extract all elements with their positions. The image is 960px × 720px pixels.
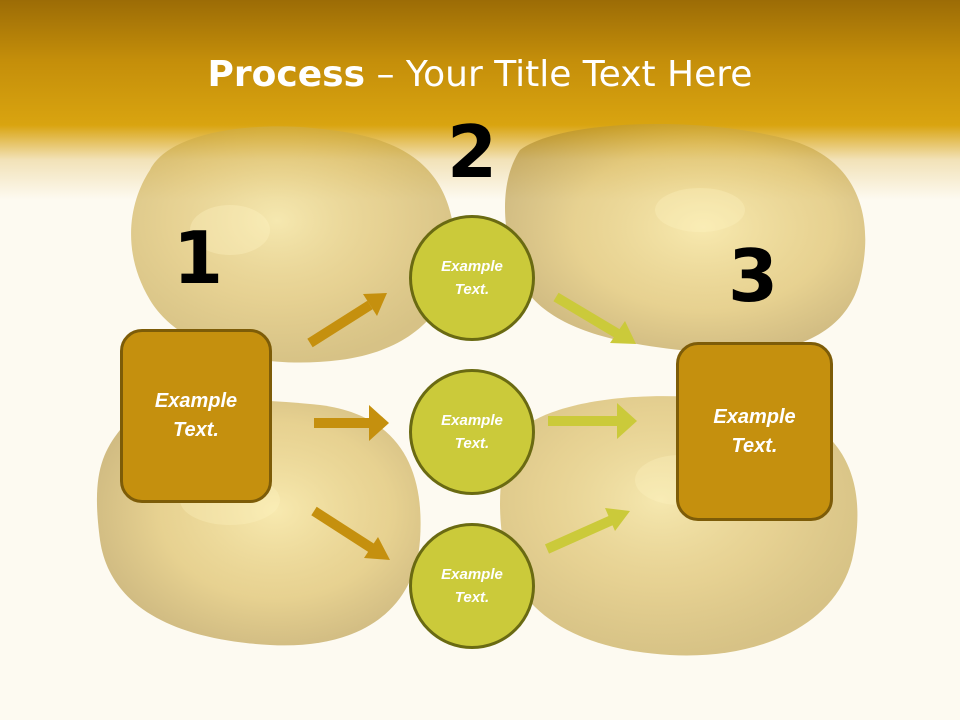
circle-middle-text: Example Text. [441, 412, 503, 452]
title-bold: Process [207, 54, 366, 95]
circle-middle: Example Text. [409, 369, 535, 495]
slide-title: Process – Your Title Text Here [0, 52, 960, 98]
step-number-1: 1 [172, 216, 224, 300]
arrow-left-to-top [307, 293, 387, 348]
start-box-text: Example Text. [154, 390, 238, 441]
circle-top-text: Example Text. [441, 258, 503, 298]
title-rest: – Your Title Text Here [365, 54, 753, 95]
arrow-middle-to-right [548, 403, 637, 439]
arrow-top-to-right [553, 292, 636, 344]
circle-top: Example Text. [409, 215, 535, 341]
step-number-3: 3 [727, 234, 779, 318]
start-box: Example Text. [120, 329, 272, 503]
circle-bottom: Example Text. [409, 523, 535, 649]
end-box-text: Example Text. [713, 405, 796, 457]
arrow-left-to-middle [314, 405, 389, 441]
arrow-bottom-to-right [544, 508, 630, 554]
step-number-2: 2 [446, 110, 498, 194]
arrow-left-to-bottom [311, 506, 390, 560]
circle-bottom-text: Example Text. [441, 566, 503, 606]
end-box: Example Text. [676, 342, 833, 521]
